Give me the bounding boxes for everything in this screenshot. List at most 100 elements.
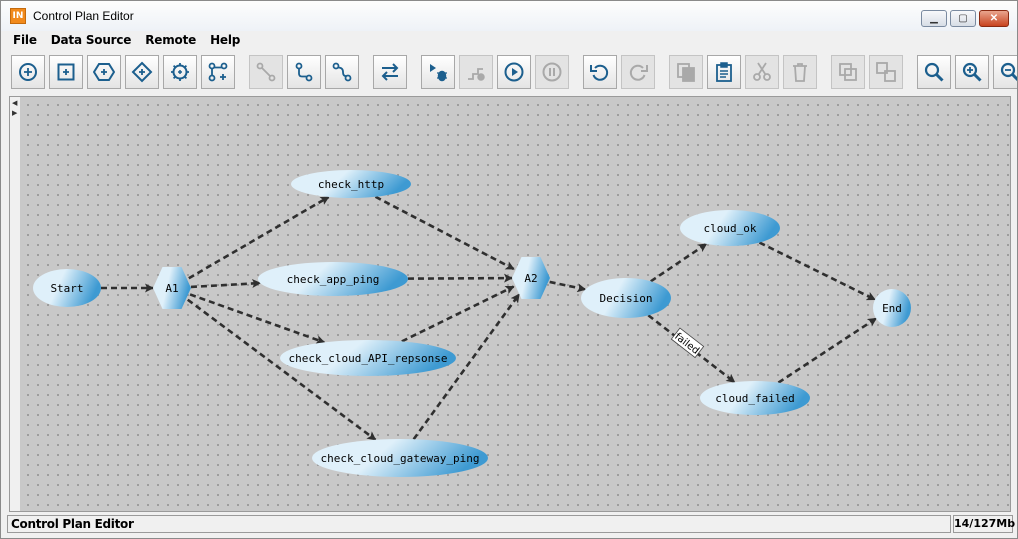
edge-a1-check_cloud_api[interactable] [189, 293, 326, 344]
edge-check_http-a2[interactable] [374, 195, 515, 271]
hexagon-plus-icon [93, 63, 115, 81]
collapse-left-icon[interactable]: ◀ [12, 100, 18, 107]
node-shape [680, 210, 780, 246]
edge-a1-check_app_ping[interactable] [190, 279, 262, 289]
debug-button[interactable] [421, 55, 455, 89]
redo-icon [629, 64, 648, 81]
edge-label-box [670, 327, 705, 359]
circle-dot-icon [19, 63, 37, 81]
node-label: Decision [600, 292, 653, 305]
edge-check_cloud_api-a2[interactable] [401, 285, 515, 343]
node-check_cloud_gw[interactable]: check_cloud_gateway_ping [312, 439, 488, 477]
bug-play-icon [430, 64, 447, 82]
node-label: A1 [165, 282, 178, 295]
menu-help[interactable]: Help [210, 33, 241, 47]
editor-panel: ◀ ▶ failed Start A1 check_http check_app_pi… [9, 96, 1011, 512]
swap-direction-button[interactable] [373, 55, 407, 89]
path-icon [332, 62, 352, 82]
add-decision-button[interactable] [125, 55, 159, 89]
node-cloud_failed[interactable]: cloud_failed [700, 381, 810, 415]
connect-icon [295, 62, 313, 82]
node-shape [512, 257, 550, 299]
ungroup-button[interactable] [869, 55, 903, 89]
plan-graph[interactable]: failed Start A1 check_http check_app_pingch… [20, 97, 1010, 511]
zoom-out-button[interactable] [993, 55, 1017, 89]
undo-button[interactable] [583, 55, 617, 89]
node-check_cloud_api[interactable]: check_cloud_API_repsonse [280, 340, 456, 376]
menu-data-source[interactable]: Data Source [50, 33, 132, 47]
edge-label[interactable]: failed [670, 327, 705, 359]
group-icon [839, 63, 857, 81]
cut-button[interactable] [745, 55, 779, 89]
node-cloud_ok[interactable]: cloud_ok [680, 210, 780, 246]
node-decision[interactable]: Decision [581, 278, 671, 318]
memory-usage: 14/127Mb [953, 515, 1015, 533]
node-a1[interactable]: A1 [153, 267, 191, 309]
menu-file[interactable]: File [13, 33, 37, 47]
node-shape [873, 289, 911, 327]
trash-icon [793, 63, 807, 82]
maximize-button[interactable]: ▢ [950, 10, 976, 27]
window-title: Control Plan Editor [33, 9, 134, 23]
zoom-out-icon [1000, 62, 1017, 82]
node-shape [258, 262, 408, 296]
edge-a2-decision[interactable] [549, 280, 587, 293]
pause-button[interactable] [535, 55, 569, 89]
node-label: check_app_ping [287, 273, 380, 286]
delete-button[interactable] [783, 55, 817, 89]
add-hexagon-button[interactable] [87, 55, 121, 89]
copy-button[interactable] [669, 55, 703, 89]
zoom-in-button[interactable] [955, 55, 989, 89]
magnifier-icon [924, 62, 944, 82]
add-subplan-button[interactable] [163, 55, 197, 89]
node-start[interactable]: Start [33, 269, 101, 307]
close-button[interactable]: ✕ [979, 10, 1009, 27]
run-button[interactable] [497, 55, 531, 89]
app-logo-icon: IN [10, 8, 26, 24]
branch-icon [208, 62, 228, 82]
node-check_http[interactable]: check_http [291, 170, 411, 198]
minimize-button[interactable]: ▁ [921, 10, 947, 27]
connect-path-button[interactable] [325, 55, 359, 89]
node-label: End [882, 302, 902, 315]
scissors-icon [753, 62, 771, 81]
status-message: Control Plan Editor [7, 515, 951, 533]
expand-right-icon[interactable]: ▶ [12, 110, 18, 117]
connect-nodes-button[interactable] [287, 55, 321, 89]
node-label: check_http [318, 178, 384, 191]
edge-a1-check_cloud_gw[interactable] [186, 298, 377, 441]
node-shape [700, 381, 810, 415]
node-shape [312, 439, 488, 477]
menu-remote[interactable]: Remote [145, 33, 197, 47]
edge-cloud_failed-end[interactable] [777, 317, 877, 384]
node-end[interactable]: End [873, 289, 911, 327]
add-start-button[interactable] [11, 55, 45, 89]
gear-plus-icon [171, 63, 189, 81]
zoom-button[interactable] [917, 55, 951, 89]
menu-bar: File Data Source Remote Help [1, 31, 1017, 49]
paste-button[interactable] [707, 55, 741, 89]
edge-decision-cloud_ok[interactable] [650, 242, 708, 283]
node-check_app_ping[interactable]: check_app_ping [258, 262, 408, 296]
add-activity-button[interactable] [49, 55, 83, 89]
group-button[interactable] [831, 55, 865, 89]
edge-a1-check_http[interactable] [188, 195, 330, 280]
square-plus-icon [57, 63, 75, 81]
node-a2[interactable]: A2 [512, 257, 550, 299]
redo-button[interactable] [621, 55, 655, 89]
node-label: A2 [524, 272, 537, 285]
edge-cloud_ok-end[interactable] [758, 241, 876, 301]
side-collapse-strip[interactable]: ◀ ▶ [10, 97, 20, 511]
add-branch-button[interactable] [201, 55, 235, 89]
link-button[interactable] [249, 55, 283, 89]
node-label: check_cloud_API_repsonse [289, 352, 448, 365]
play-icon [504, 62, 524, 82]
title-bar[interactable]: IN Control Plan Editor ▁ ▢ ✕ [1, 1, 1017, 31]
step-icon [468, 68, 485, 81]
node-shape [280, 340, 456, 376]
edge-check_app_ping-a2[interactable] [407, 273, 514, 283]
window-controls: ▁ ▢ ✕ [921, 10, 1009, 27]
step-button[interactable] [459, 55, 493, 89]
status-bar: Control Plan Editor 14/127Mb [1, 513, 1017, 538]
